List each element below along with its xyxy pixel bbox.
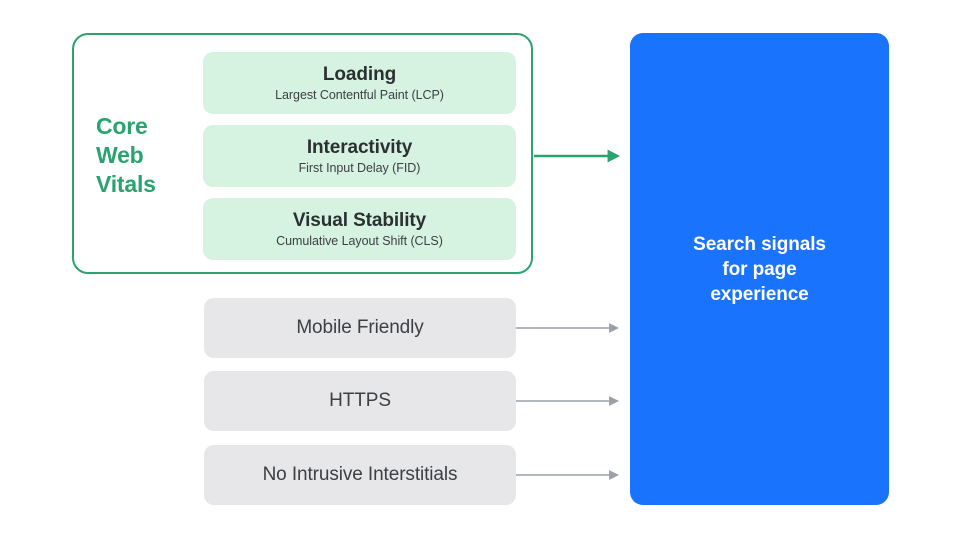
vital-card-visual-stability-subtitle: Cumulative Layout Shift (CLS) bbox=[276, 233, 443, 248]
vital-card-interactivity-subtitle: First Input Delay (FID) bbox=[298, 160, 421, 175]
search-signals-panel-label: Search signals for page experience bbox=[693, 233, 826, 305]
signal-card-https-label: HTTPS bbox=[329, 390, 391, 411]
signal-card-mobile-friendly: Mobile Friendly bbox=[204, 298, 516, 358]
vital-card-loading-subtitle: Largest Contentful Paint (LCP) bbox=[275, 87, 444, 102]
signal-card-mobile-friendly-label: Mobile Friendly bbox=[296, 317, 424, 338]
search-signals-panel: Search signals for page experience bbox=[630, 33, 889, 505]
vital-card-loading-title: Loading bbox=[322, 63, 397, 85]
vital-card-interactivity: Interactivity First Input Delay (FID) bbox=[203, 125, 516, 187]
vital-card-visual-stability: Visual Stability Cumulative Layout Shift… bbox=[203, 198, 516, 260]
signal-card-no-intrusive-interstitials-label: No Intrusive Interstitials bbox=[262, 464, 458, 485]
vital-card-visual-stability-title: Visual Stability bbox=[292, 209, 427, 231]
vital-card-interactivity-title: Interactivity bbox=[306, 136, 413, 158]
core-web-vitals-group-label: Core Web Vitals bbox=[96, 113, 156, 197]
vital-card-loading: Loading Largest Contentful Paint (LCP) bbox=[203, 52, 516, 114]
signal-card-https: HTTPS bbox=[204, 371, 516, 431]
signal-card-no-intrusive-interstitials: No Intrusive Interstitials bbox=[204, 445, 516, 505]
